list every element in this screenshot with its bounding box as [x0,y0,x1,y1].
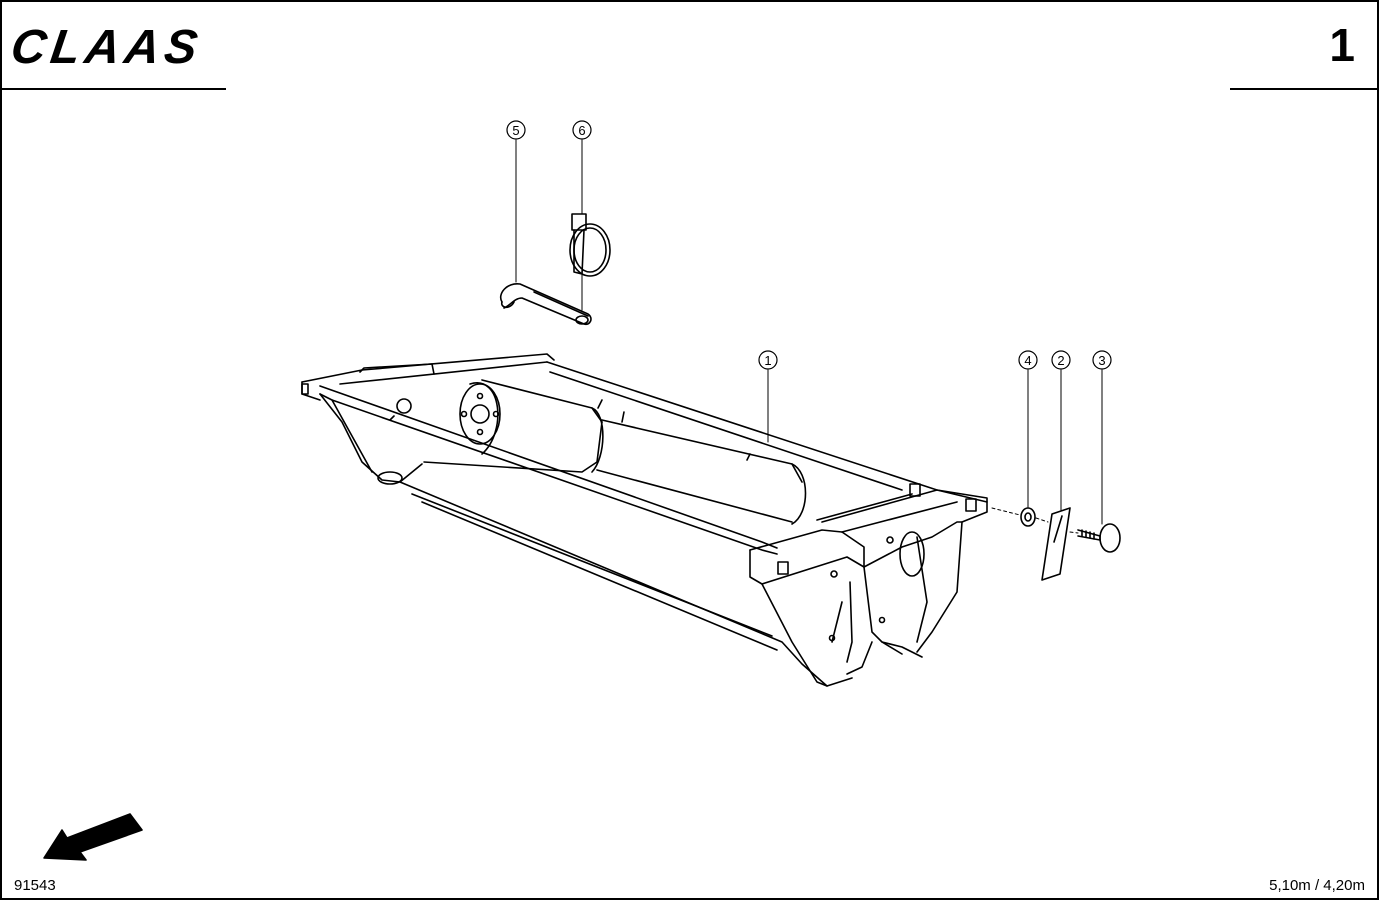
callout-2-label: 2 [1057,353,1064,368]
callout-4-label: 4 [1024,353,1031,368]
page-number: 1 [1329,19,1355,71]
callout-2: 2 [1051,350,1071,370]
callout-6: 6 [572,120,592,140]
logo-underline [2,88,226,90]
callout-3-label: 3 [1098,353,1105,368]
washer-part [1020,507,1036,527]
leader-lines [515,139,1103,534]
lock-pin-part [569,213,611,277]
callout-1-label: 1 [764,353,771,368]
callout-6-label: 6 [578,123,585,138]
callout-1: 1 [758,350,778,370]
hitch-pin-part [500,283,592,326]
arrow-down-left-icon [43,813,143,861]
page-number-underline [1230,88,1378,90]
callout-5-label: 5 [512,123,519,138]
carriage-bolt-part [1077,523,1121,553]
machine-variant-label: 5,10m / 4,20m [1269,877,1365,894]
knife-plate-part [1041,507,1071,581]
callout-4: 4 [1018,350,1038,370]
callout-5: 5 [506,120,526,140]
trough-frame-part [301,353,988,687]
drawing-number: 91543 [14,877,56,894]
callout-3: 3 [1092,350,1112,370]
